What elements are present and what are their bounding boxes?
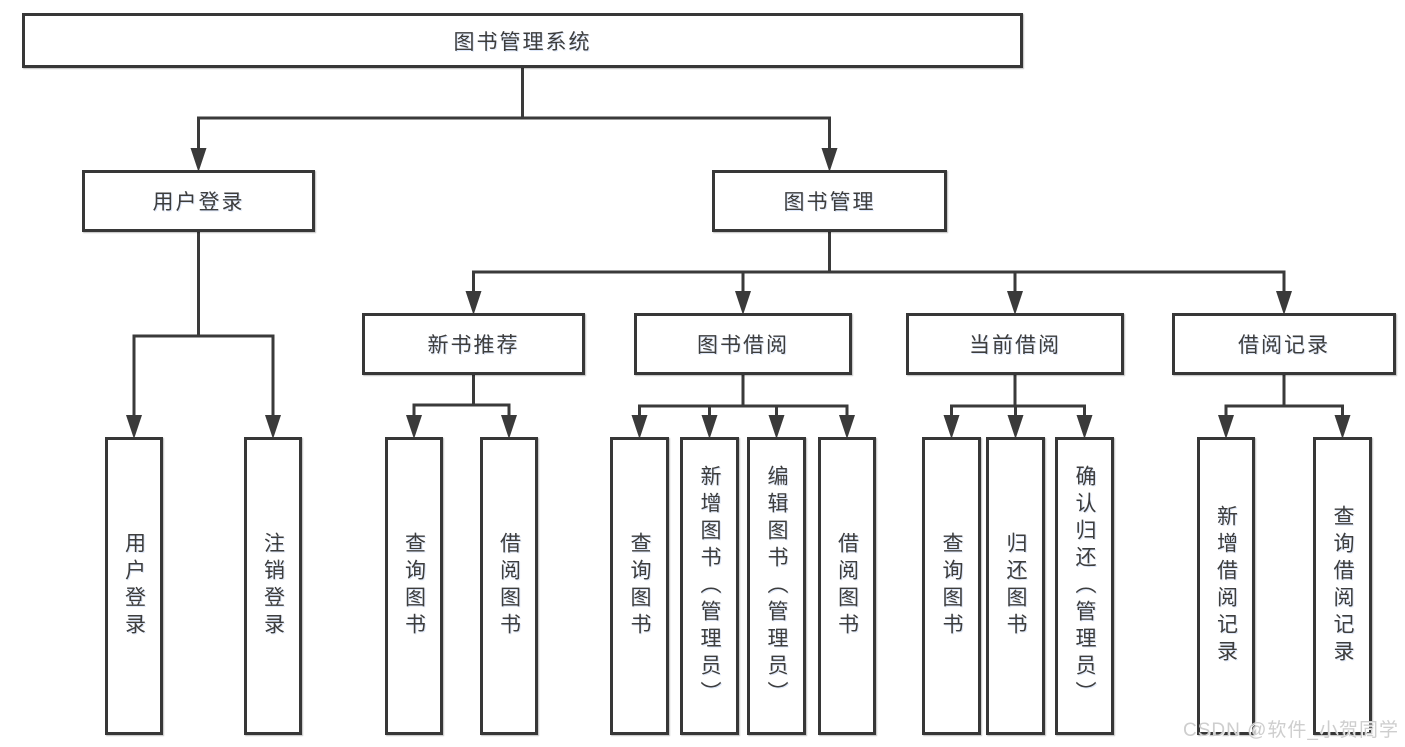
- node-bb-add-book: 新增图书（管理员）: [680, 437, 739, 735]
- node-label-cb-query-book: 查询图书: [940, 532, 963, 640]
- node-user-login: 用户登录: [82, 170, 315, 232]
- node-label-logout-action: 注销登录: [261, 532, 285, 640]
- node-label-rec-borrow-book: 借阅图书: [497, 532, 521, 640]
- node-label-book-borrow: 图书借阅: [697, 334, 789, 357]
- node-new-book-rec: 新书推荐: [362, 313, 585, 375]
- node-label-current-borrow: 当前借阅: [969, 334, 1061, 357]
- node-current-borrow: 当前借阅: [906, 313, 1124, 375]
- node-rec-query-book: 查询图书: [385, 437, 443, 735]
- node-label-borrow-records: 借阅记录: [1238, 334, 1330, 357]
- node-cb-query-book: 查询图书: [922, 437, 981, 735]
- node-cb-return-book: 归还图书: [986, 437, 1045, 735]
- node-label-user-login: 用户登录: [152, 191, 245, 214]
- node-cb-confirm-return: 确认归还（管理员）: [1055, 437, 1114, 735]
- node-bb-borrow-book: 借阅图书: [818, 437, 876, 735]
- node-label-bb-query-book: 查询图书: [628, 532, 651, 640]
- node-label-login-action: 用户登录: [122, 532, 146, 640]
- node-label-bb-edit-book: 编辑图书（管理员）: [765, 464, 788, 708]
- node-label-br-add-record: 新增借阅记录: [1214, 505, 1238, 667]
- node-label-cb-return-book: 归还图书: [1004, 532, 1027, 640]
- node-borrow-records: 借阅记录: [1172, 313, 1396, 375]
- node-book-mgmt: 图书管理: [712, 170, 947, 232]
- watermark: CSDN @软件_小贺同学: [1183, 720, 1399, 741]
- node-book-borrow: 图书借阅: [634, 313, 852, 375]
- node-label-rec-query-book: 查询图书: [402, 532, 426, 640]
- node-label-bb-borrow-book: 借阅图书: [835, 532, 859, 640]
- node-logout-action: 注销登录: [244, 437, 302, 735]
- node-br-query-record: 查询借阅记录: [1313, 437, 1372, 735]
- node-label-root: 图书管理系统: [453, 30, 592, 54]
- node-label-new-book-rec: 新书推荐: [427, 334, 520, 357]
- node-label-book-mgmt: 图书管理: [783, 191, 876, 214]
- node-label-cb-confirm-return: 确认归还（管理员）: [1073, 464, 1096, 708]
- node-label-br-query-record: 查询借阅记录: [1331, 505, 1354, 667]
- node-bb-edit-book: 编辑图书（管理员）: [747, 437, 806, 735]
- node-label-bb-add-book: 新增图书（管理员）: [698, 464, 721, 708]
- node-br-add-record: 新增借阅记录: [1197, 437, 1255, 735]
- node-login-action: 用户登录: [105, 437, 163, 735]
- node-root: 图书管理系统: [22, 13, 1023, 68]
- node-rec-borrow-book: 借阅图书: [480, 437, 538, 735]
- node-bb-query-book: 查询图书: [610, 437, 669, 735]
